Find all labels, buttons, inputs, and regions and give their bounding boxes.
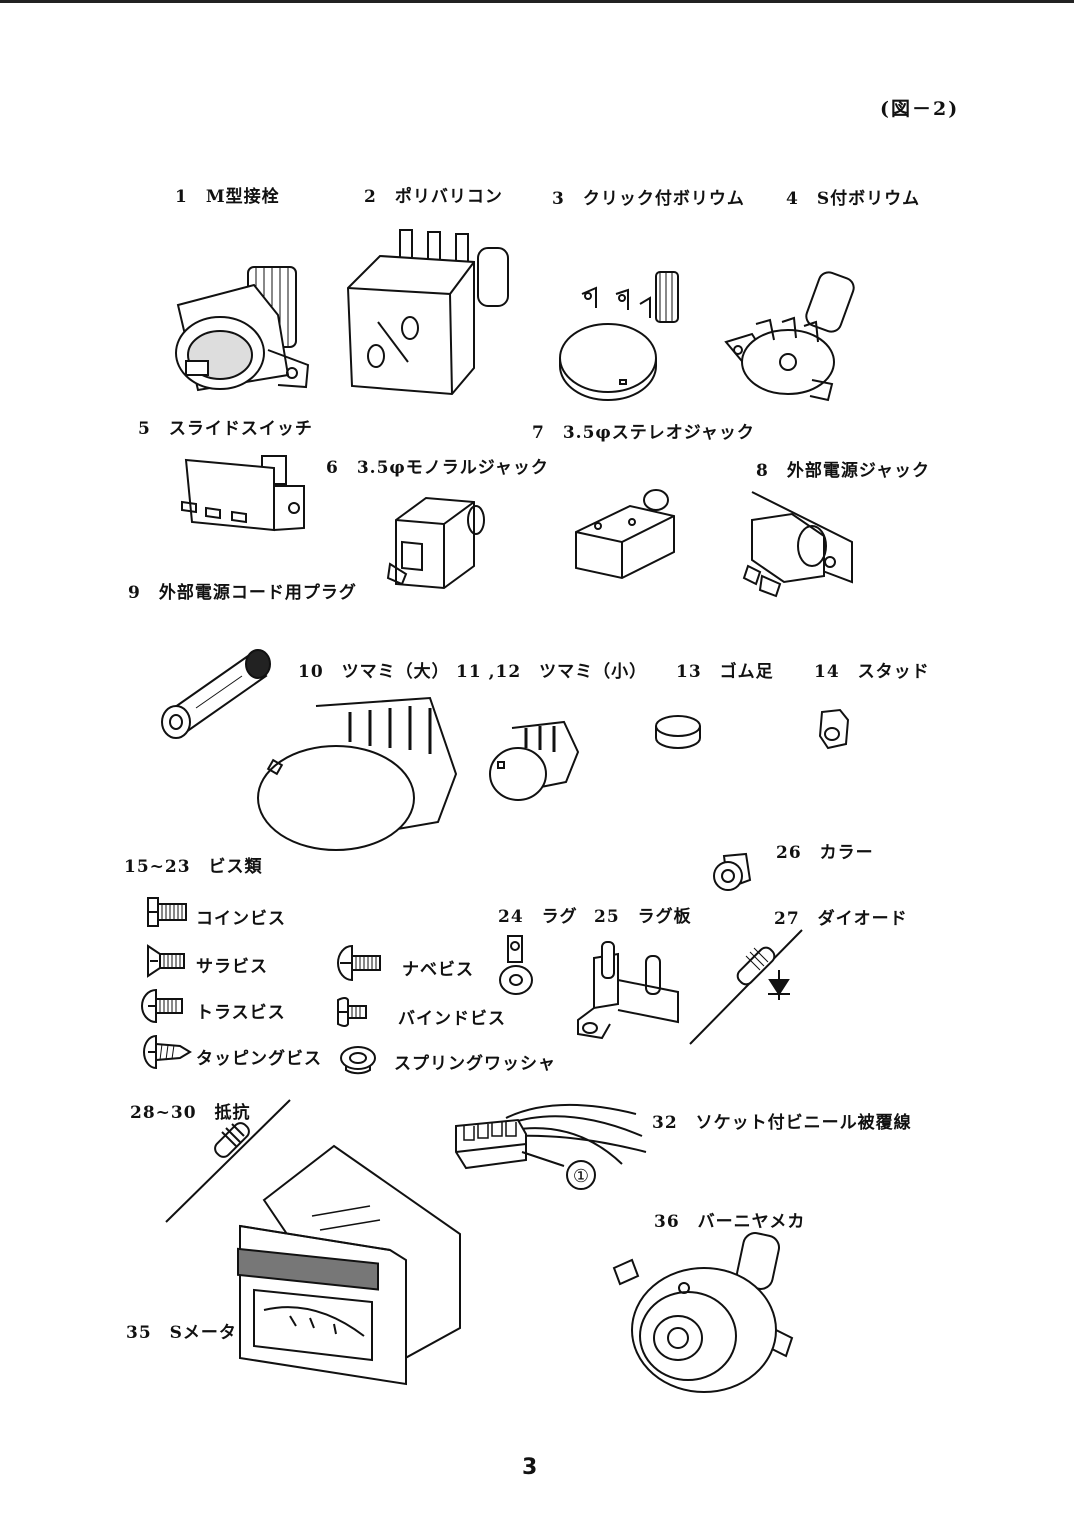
knob-large-drawing — [254, 690, 462, 854]
label-mono-jack: 6 3.5φモノラルジャック — [326, 458, 549, 478]
click-volume-drawing — [556, 268, 696, 402]
nabe-screw-icon — [338, 944, 384, 982]
figure-label: (図－2) — [880, 98, 960, 120]
label-polyvaricon: 2 ポリバリコン — [364, 187, 503, 207]
stereo-jack-drawing — [570, 486, 682, 584]
polyvaricon-drawing — [342, 218, 514, 400]
label-tapping-screw: タッピングビス — [196, 1049, 322, 1069]
label-slide-switch: 5 スライドスイッチ — [138, 419, 313, 439]
resistor-drawing — [162, 1094, 296, 1228]
vernier-drawing — [608, 1226, 800, 1400]
label-nabe-screw: ナベビス — [402, 960, 474, 980]
socket-wire-drawing — [446, 1094, 646, 1186]
label-spring-washer: スプリングワッシャ — [394, 1054, 556, 1074]
label-vernier: 36 バーニヤメカ — [654, 1212, 806, 1232]
label-sara-screw: サラビス — [196, 957, 268, 977]
stud-drawing — [812, 706, 852, 752]
tapping-screw-icon — [144, 1034, 192, 1070]
label-diode: 27 ダイオード — [774, 909, 908, 929]
s-meter-drawing — [230, 1140, 464, 1388]
mono-jack-drawing — [382, 484, 494, 602]
diode-drawing — [684, 924, 808, 1050]
callout-marker: ① — [566, 1160, 596, 1190]
label-ext-power-jack: 8 外部電源ジャック — [756, 461, 930, 481]
spring-washer-icon — [338, 1044, 378, 1074]
label-knob-large: 10 ツマミ（大） — [298, 662, 450, 682]
lug-board-drawing — [574, 940, 686, 1042]
label-stereo-jack: 7 3.5φステレオジャック — [532, 423, 755, 443]
ext-power-jack-drawing — [740, 486, 860, 604]
power-plug-drawing — [156, 634, 278, 742]
page-number: 3 — [522, 1455, 538, 1480]
page-top-border — [0, 0, 1074, 3]
label-s-volume: 4 S付ボリウム — [786, 189, 921, 209]
coin-screw-icon — [146, 894, 190, 930]
truss-screw-icon — [144, 988, 188, 1024]
m-connector-drawing — [168, 255, 318, 405]
s-volume-drawing — [722, 270, 872, 414]
label-lug: 24 ラグ — [498, 907, 578, 927]
rubber-foot-drawing — [652, 712, 704, 752]
slide-switch-drawing — [176, 446, 310, 550]
label-bind-screw: バインドビス — [398, 1009, 506, 1029]
label-rubber-foot: 13 ゴム足 — [676, 662, 774, 682]
label-knob-small: 11 ,12 ツマミ（小） — [456, 662, 648, 682]
label-power-plug: 9 外部電源コード用プラグ — [128, 583, 357, 603]
label-screws: 15~23 ビス類 — [124, 857, 263, 877]
collar-drawing — [710, 850, 754, 894]
label-stud: 14 スタッド — [814, 662, 930, 682]
label-m-connector: 1 M型接栓 — [175, 187, 280, 207]
label-socket-wire: 32 ソケット付ビニール被覆線 — [652, 1113, 912, 1133]
knob-small-drawing — [486, 712, 582, 806]
label-s-meter: 35 Sメータ — [126, 1323, 237, 1343]
label-click-volume: 3 クリック付ボリウム — [552, 189, 745, 209]
bind-screw-icon — [336, 994, 372, 1030]
label-lug-board: 25 ラグ板 — [594, 907, 692, 927]
lug-drawing — [496, 930, 536, 1002]
label-collar: 26 カラー — [776, 843, 874, 863]
label-truss-screw: トラスビス — [196, 1003, 286, 1023]
label-coin-screw: コインビス — [196, 909, 286, 929]
sara-screw-icon — [146, 944, 190, 978]
label-resistor: 28~30 抵抗 — [130, 1103, 251, 1123]
